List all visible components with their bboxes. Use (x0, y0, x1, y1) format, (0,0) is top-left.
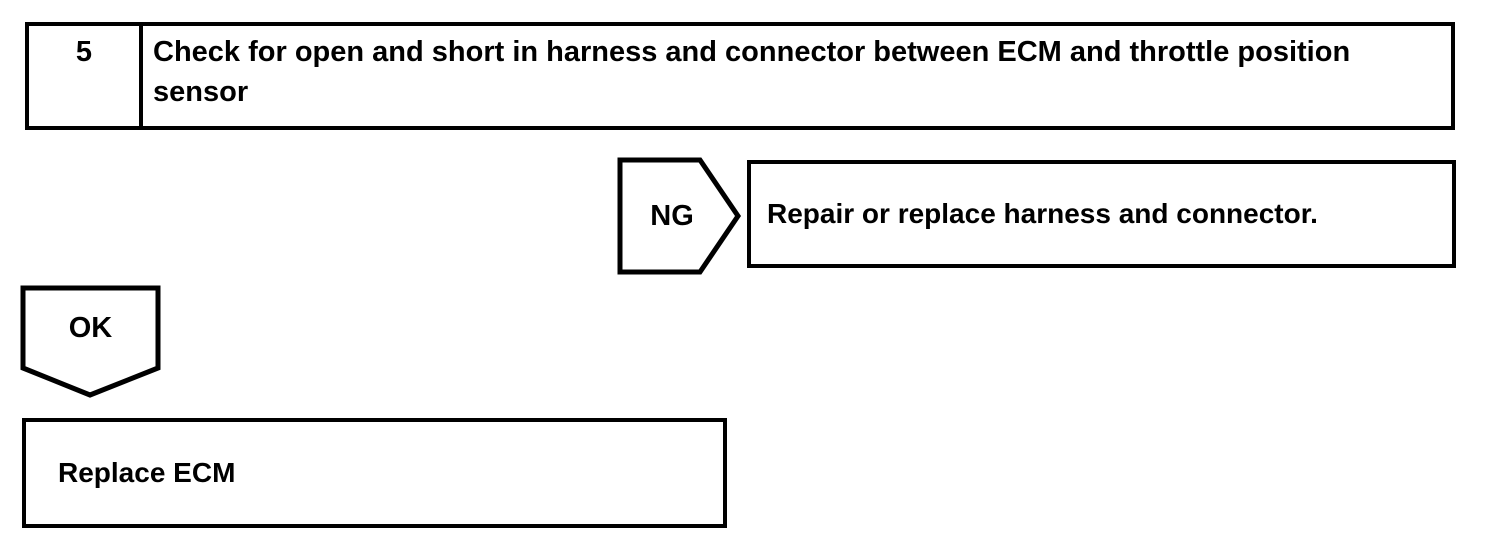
ok-pentagon-shape (20, 285, 161, 398)
ng-action-box: Repair or replace harness and connector. (747, 160, 1456, 268)
ng-action-text: Repair or replace harness and connector. (767, 198, 1318, 229)
ok-label: OK (68, 311, 113, 344)
ng-pentagon-shape (617, 157, 742, 275)
step-box: 5 Check for open and short in harness an… (25, 22, 1455, 130)
ok-action-box: Replace ECM (22, 418, 727, 528)
ok-action-text: Replace ECM (58, 457, 236, 488)
ok-connector-icon (20, 285, 161, 398)
step-instruction: Check for open and short in harness and … (153, 36, 1351, 108)
step-number: 5 (29, 26, 143, 126)
ng-label: NG (650, 199, 694, 232)
ng-connector-icon (617, 157, 742, 275)
